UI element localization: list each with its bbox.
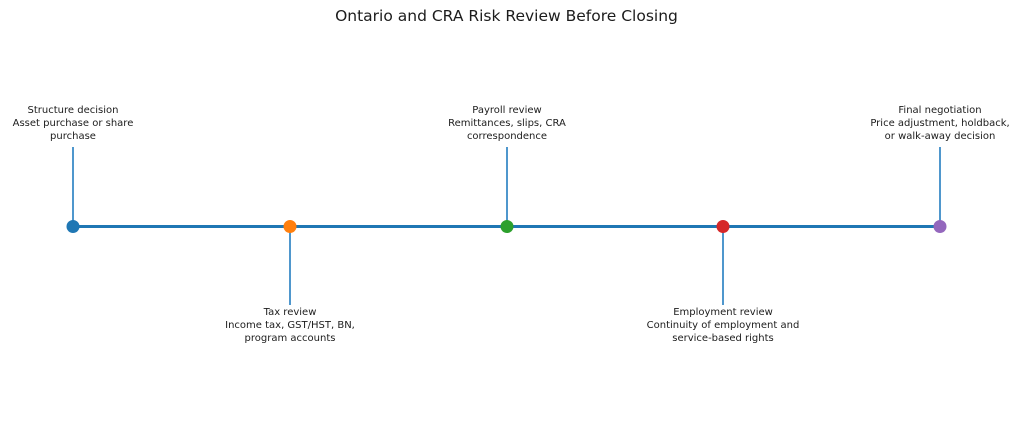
- milestone-detail-line: purchase: [50, 131, 96, 142]
- milestone-title: Structure decision: [27, 105, 119, 116]
- milestone-title: Employment review: [673, 307, 773, 318]
- milestone-label: Structure decision Asset purchase or sha…: [0, 104, 203, 143]
- milestone-stem: [939, 147, 941, 227]
- milestone-dot: [283, 220, 297, 233]
- milestone-dot: [716, 220, 730, 233]
- milestone-label: Employment review Continuity of employme…: [593, 306, 853, 345]
- milestone-title: Payroll review: [472, 105, 542, 116]
- milestone-detail-line: Continuity of employment and: [646, 320, 800, 331]
- milestone-detail-line: service-based rights: [672, 333, 774, 344]
- milestone-detail-line: correspondence: [466, 131, 548, 142]
- milestone-title: Final negotiation: [898, 105, 982, 116]
- milestone-dot: [500, 220, 514, 233]
- milestone-detail-line: or walk-away decision: [884, 131, 996, 142]
- milestone-detail-line: program accounts: [244, 333, 336, 344]
- milestone-detail-line: Asset purchase or share: [12, 118, 134, 129]
- milestone-dot: [933, 220, 947, 233]
- milestone-stem: [289, 227, 291, 305]
- page-title: Ontario and CRA Risk Review Before Closi…: [335, 7, 678, 25]
- milestone-detail-line: Price adjustment, holdback,: [870, 118, 1010, 129]
- milestone-dot: [66, 220, 80, 233]
- milestone-detail-line: Income tax, GST/HST, BN,: [225, 320, 355, 331]
- milestone-stem: [72, 147, 74, 227]
- milestone-label: Final negotiation Price adjustment, hold…: [810, 104, 1024, 143]
- milestone-label: Tax review Income tax, GST/HST, BN, prog…: [160, 306, 420, 345]
- milestone-stem: [722, 227, 724, 305]
- milestone-stem: [506, 147, 508, 227]
- milestone-title: Tax review: [263, 307, 317, 318]
- milestone-label: Payroll review Remittances, slips, CRA c…: [377, 104, 637, 143]
- milestone-detail-line: Remittances, slips, CRA: [448, 118, 566, 129]
